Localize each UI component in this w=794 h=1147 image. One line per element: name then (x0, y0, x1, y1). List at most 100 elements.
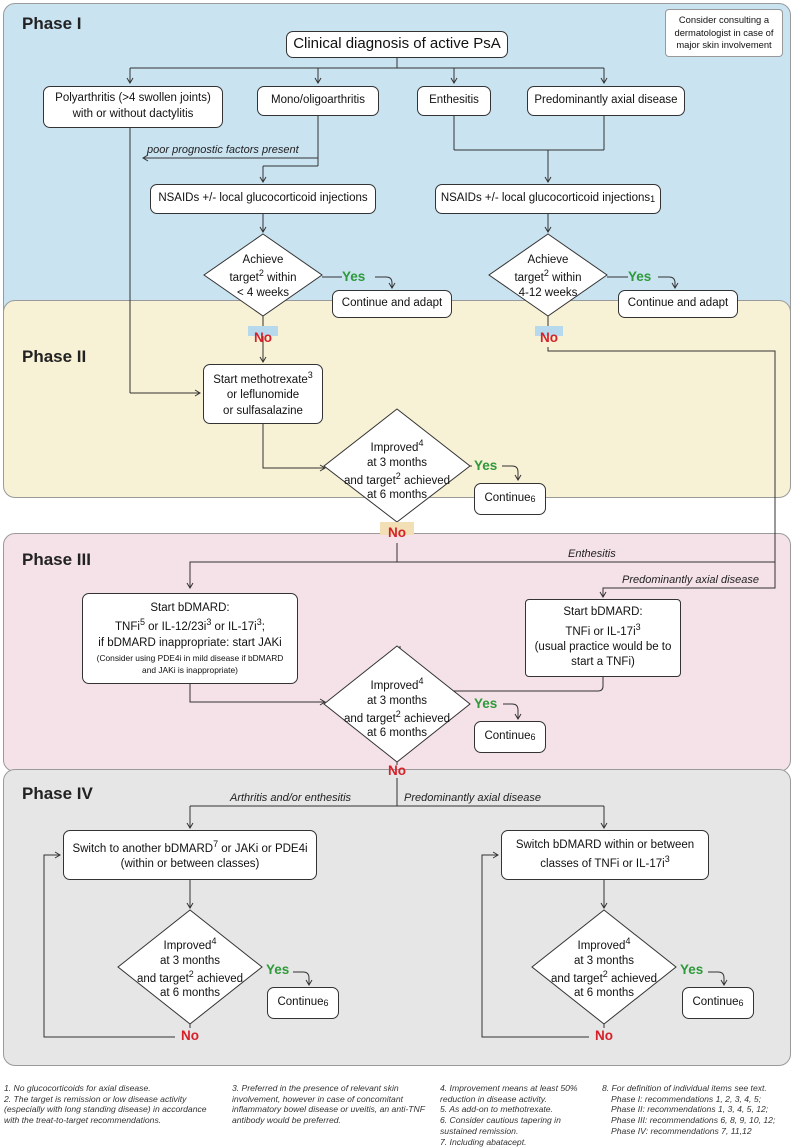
no-label-left: No (254, 330, 272, 345)
footnote-7: 7. Including abatacept. (440, 1136, 527, 1147)
footnote-ref-3: 3 (307, 369, 313, 380)
footnote-ref-7: 7 (213, 838, 219, 849)
yes-label-phase4-left: Yes (266, 962, 290, 977)
methotrexate-line1: Start methotrexate3 (213, 369, 313, 388)
footnote-ref-6: 6 (530, 493, 536, 504)
leflunomide-text: or leflunomide (226, 389, 300, 402)
methotrexate-text: Start methotrexate (213, 373, 308, 386)
continue-text: Continue (484, 492, 531, 505)
footnote-ref-4: 4 (418, 676, 424, 686)
jaki-pde4i-text: or JAKi or PDE4i (218, 842, 308, 855)
footnote-ref-2: 2 (543, 267, 549, 278)
continue-adapt-left: Continue and adapt (332, 290, 452, 318)
improved-decision-phase4-left: Improved4 at 3 months and target2 achiev… (130, 936, 250, 1001)
poor-prognostic-label: poor prognostic factors present (147, 144, 299, 156)
axial-route-label-phase4: Predominantly axial disease (404, 792, 541, 804)
achieved-text: achieved (607, 972, 658, 985)
yes-label-phase4-right: Yes (680, 962, 704, 977)
yes-label-phase2: Yes (474, 458, 498, 473)
footnotes-col1: 1. No glucocorticoids for axial disease.… (4, 1083, 219, 1126)
oligoarthritis-box: Mono/oligoarthritis (257, 86, 379, 116)
yes-label-phase3: Yes (474, 696, 498, 711)
bdmard-options-line: TNFi5 or IL-12/23i3 or IL-17i3; (89, 616, 291, 635)
three-months-text: at 3 months (573, 954, 635, 967)
three-months-text: at 3 months (366, 456, 428, 469)
footnote-ref-5: 5 (139, 617, 145, 628)
bdmard-left-box: Start bDMARD: TNFi5 or IL-12/23i3 or IL-… (82, 593, 298, 684)
footnote-ref-1: 1 (650, 193, 656, 204)
switch-within-text: Switch bDMARD within or between (515, 838, 695, 851)
il17i-text: or IL-17i (211, 621, 257, 634)
six-months-text: at 6 months (159, 987, 221, 1000)
continue-text: Continue (692, 996, 739, 1009)
nsaids-left-box: NSAIDs +/- local glucocorticoid injectio… (150, 184, 376, 214)
footnote-ref-4: 4 (418, 438, 424, 448)
footnote-ref-6: 6 (530, 731, 536, 742)
three-months-text: at 3 months (366, 694, 428, 707)
footnote-2: 2. The target is remission or low diseas… (4, 1093, 207, 1126)
six-months-text: at 6 months (366, 727, 428, 740)
achieve-left-line1: Achieve (242, 254, 284, 266)
improved-decision-phase3: Improved4 at 3 months and target2 achiev… (337, 676, 457, 741)
and-target-text: and target (343, 474, 396, 487)
footnote-ref-6: 6 (738, 997, 744, 1008)
footnote-ref-2: 2 (602, 968, 608, 979)
polyarthritis-box: Polyarthritis (>4 swollen joints) with o… (43, 86, 223, 128)
footnotes-col2: 3. Preferred in the presence of relevant… (232, 1083, 427, 1126)
methotrexate-box: Start methotrexate3 or leflunomide or su… (203, 364, 323, 424)
within-between-text: (within or between classes) (120, 857, 260, 870)
footnotes-col3: 4. Improvement means at least 50% reduct… (440, 1083, 588, 1147)
nsaids-right-text: NSAIDs +/- local glucocorticoid injectio… (440, 192, 651, 205)
phase-1-title: Phase I (22, 14, 82, 33)
achieve-left-line3: < 4 weeks (236, 286, 290, 299)
phase-2-title: Phase II (22, 347, 87, 366)
yes-label-right: Yes (628, 269, 652, 284)
footnote-5: 5. As add-on to methotrexate. (440, 1104, 553, 1115)
footnote-ref-3: 3 (635, 621, 641, 632)
and-target-text: and target (550, 972, 603, 985)
footnote-ref-3: 3 (664, 854, 670, 865)
no-label-phase2: No (388, 525, 406, 540)
il1223i-text: or IL-12/23i (144, 621, 207, 634)
continue-text: Continue (277, 996, 324, 1009)
footnote-8-phase4: Phase IV: recommendations 7, 11,12 (611, 1125, 752, 1136)
arthritis-route-label: Arthritis and/or enthesitis (230, 792, 352, 804)
dermatologist-note: Consider consulting a dermatologist in c… (665, 9, 783, 57)
improved-decision-phase4-right: Improved4 at 3 months and target2 achiev… (544, 936, 664, 1001)
continue-text: Continue (484, 730, 531, 743)
footnotes-col4: 8. For definition of individual items se… (602, 1083, 792, 1137)
axial-disease-box: Predominantly axial disease (527, 86, 685, 116)
footnote-ref-3: 3 (256, 617, 262, 628)
diagnosis-box: Clinical diagnosis of active PsA (286, 31, 508, 58)
start-bdmard-text: Start bDMARD: (150, 601, 230, 614)
no-highlight-left (248, 326, 278, 336)
continue-adapt-right: Continue and adapt (618, 290, 738, 318)
footnote-ref-4: 4 (211, 936, 217, 946)
footnote-3: 3. Preferred in the presence of relevant… (232, 1083, 425, 1126)
improved-decision-phase2: Improved4 at 3 months and target2 achiev… (337, 438, 457, 503)
footnote-8-phase1: Phase I: recommendations 1, 2, 3, 4, 5; (611, 1093, 761, 1104)
footnote-8-phase3: Phase III: recommendations 6, 8, 9, 10, … (611, 1115, 776, 1126)
pde4i-note: (Consider using PDE4i in mild disease if… (96, 653, 284, 675)
and-target-text: and target (343, 712, 396, 725)
no-highlight-phase2 (380, 522, 414, 535)
improved-text: Improved (370, 441, 419, 454)
improved-text: Improved (163, 939, 212, 952)
footnote-ref-4: 4 (625, 936, 631, 946)
no-label-right: No (540, 330, 558, 345)
achieve-right-target: target (514, 271, 544, 284)
achieved-text: achieved (400, 474, 451, 487)
enthesitis-route-label: Enthesitis (568, 548, 616, 560)
achieved-text: achieved (400, 712, 451, 725)
footnote-ref-6: 6 (323, 997, 329, 1008)
switch-right-box: Switch bDMARD within or between classes … (501, 830, 709, 880)
jaki-text: if bDMARD inappropriate: start JAKi (98, 636, 282, 649)
improved-text: Improved (370, 679, 419, 692)
achieved-text: achieved (193, 972, 244, 985)
switch-another-text: Switch to another bDMARD (72, 842, 214, 855)
footnote-6: 6. Consider cautious tapering in sustain… (440, 1115, 561, 1136)
achieve-left-target: target (229, 271, 259, 284)
bdmard-right-box: Start bDMARD: TNFi or IL-17i3 (usual pra… (525, 599, 681, 677)
